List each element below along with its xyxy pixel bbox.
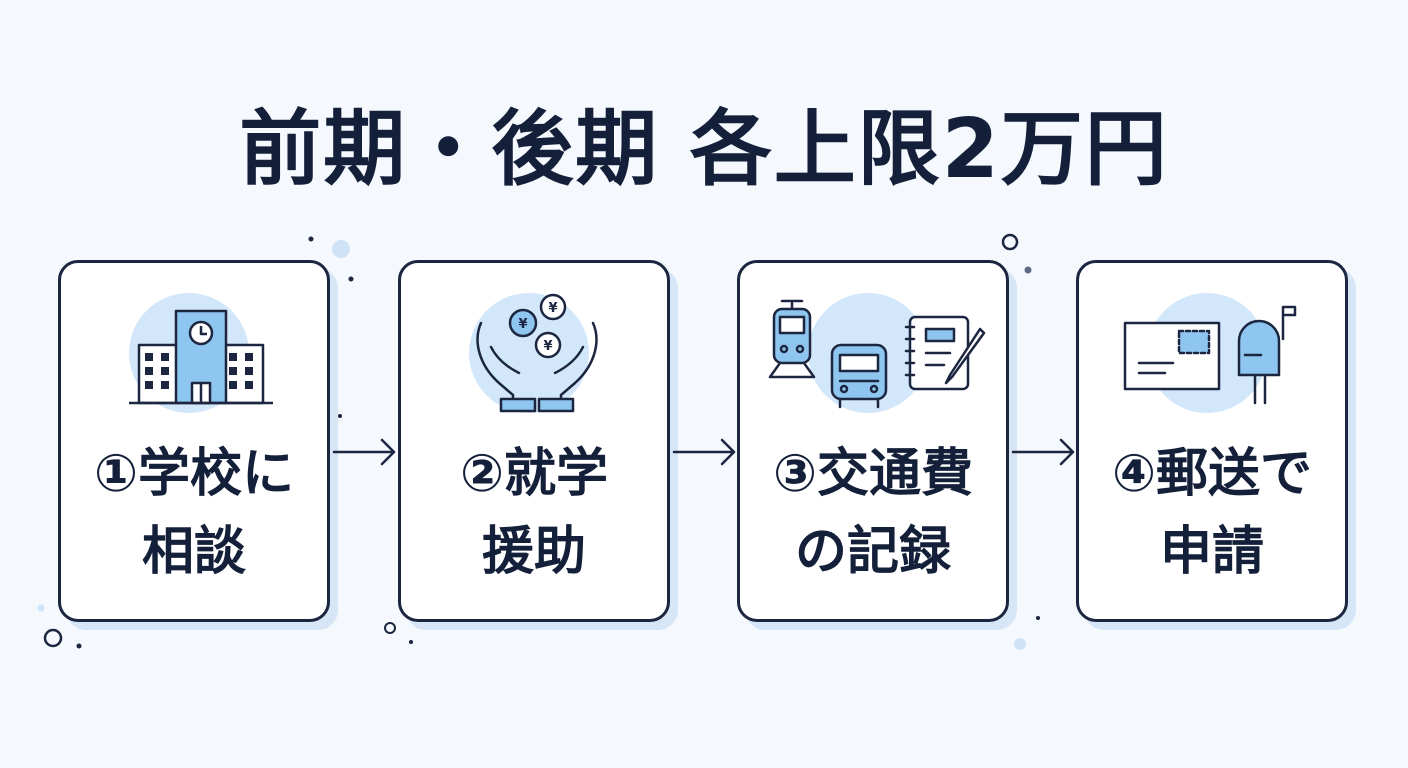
svg-text:¥: ¥ [543,339,552,354]
school-building-icon [129,309,273,405]
train-bus-notebook-icon [768,299,986,409]
page-title: 前期・後期 各上限2万円 [239,102,1169,197]
step-label: ②就学 援助 [459,444,609,582]
step-label: ③交通費 の記録 [772,444,974,582]
arrow-right-icon [672,438,736,466]
step-card-school-consult: ①学校に 相談 [58,260,330,622]
svg-text:¥: ¥ [518,317,527,332]
step-card-transport-record: ③交通費 の記録 [737,260,1009,622]
arrow-right-icon [1011,438,1075,466]
svg-text:¥: ¥ [548,301,557,316]
arrow-right-icon [332,438,396,466]
step-label: ①学校に 相談 [93,444,295,582]
step-card-school-aid: ¥ ¥ ¥ ②就学 援助 [398,260,670,622]
step-card-mail-application: ④郵送で 申請 [1076,260,1348,622]
hands-yen-coins-icon: ¥ ¥ ¥ [476,293,598,413]
envelope-mailbox-icon [1123,305,1297,405]
step-label: ④郵送で 申請 [1111,444,1313,582]
